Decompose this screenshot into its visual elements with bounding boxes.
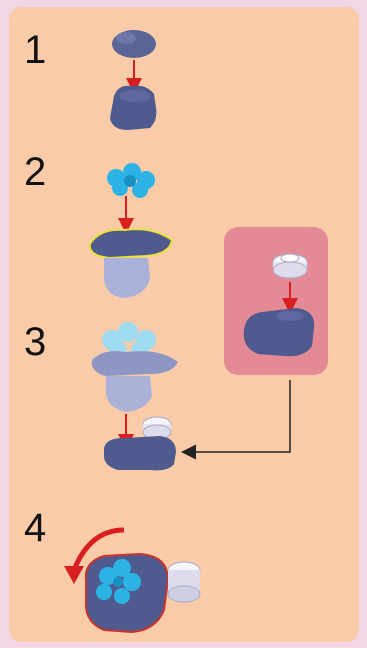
callout-connector-arrow — [184, 380, 290, 452]
step2-highlighted-rock — [90, 229, 172, 298]
step3-light-assembly — [92, 322, 178, 412]
step3-rock-base — [104, 436, 176, 470]
step4-assembled-model — [86, 554, 200, 632]
step2-flower-piece — [107, 163, 155, 198]
step3-plate — [143, 417, 171, 439]
callout-rock-piece — [244, 308, 314, 356]
rotate-arrowhead — [64, 566, 84, 584]
step1-top-piece — [112, 30, 156, 58]
step1-rock-piece — [110, 86, 156, 130]
callout-round-plate — [273, 254, 307, 278]
